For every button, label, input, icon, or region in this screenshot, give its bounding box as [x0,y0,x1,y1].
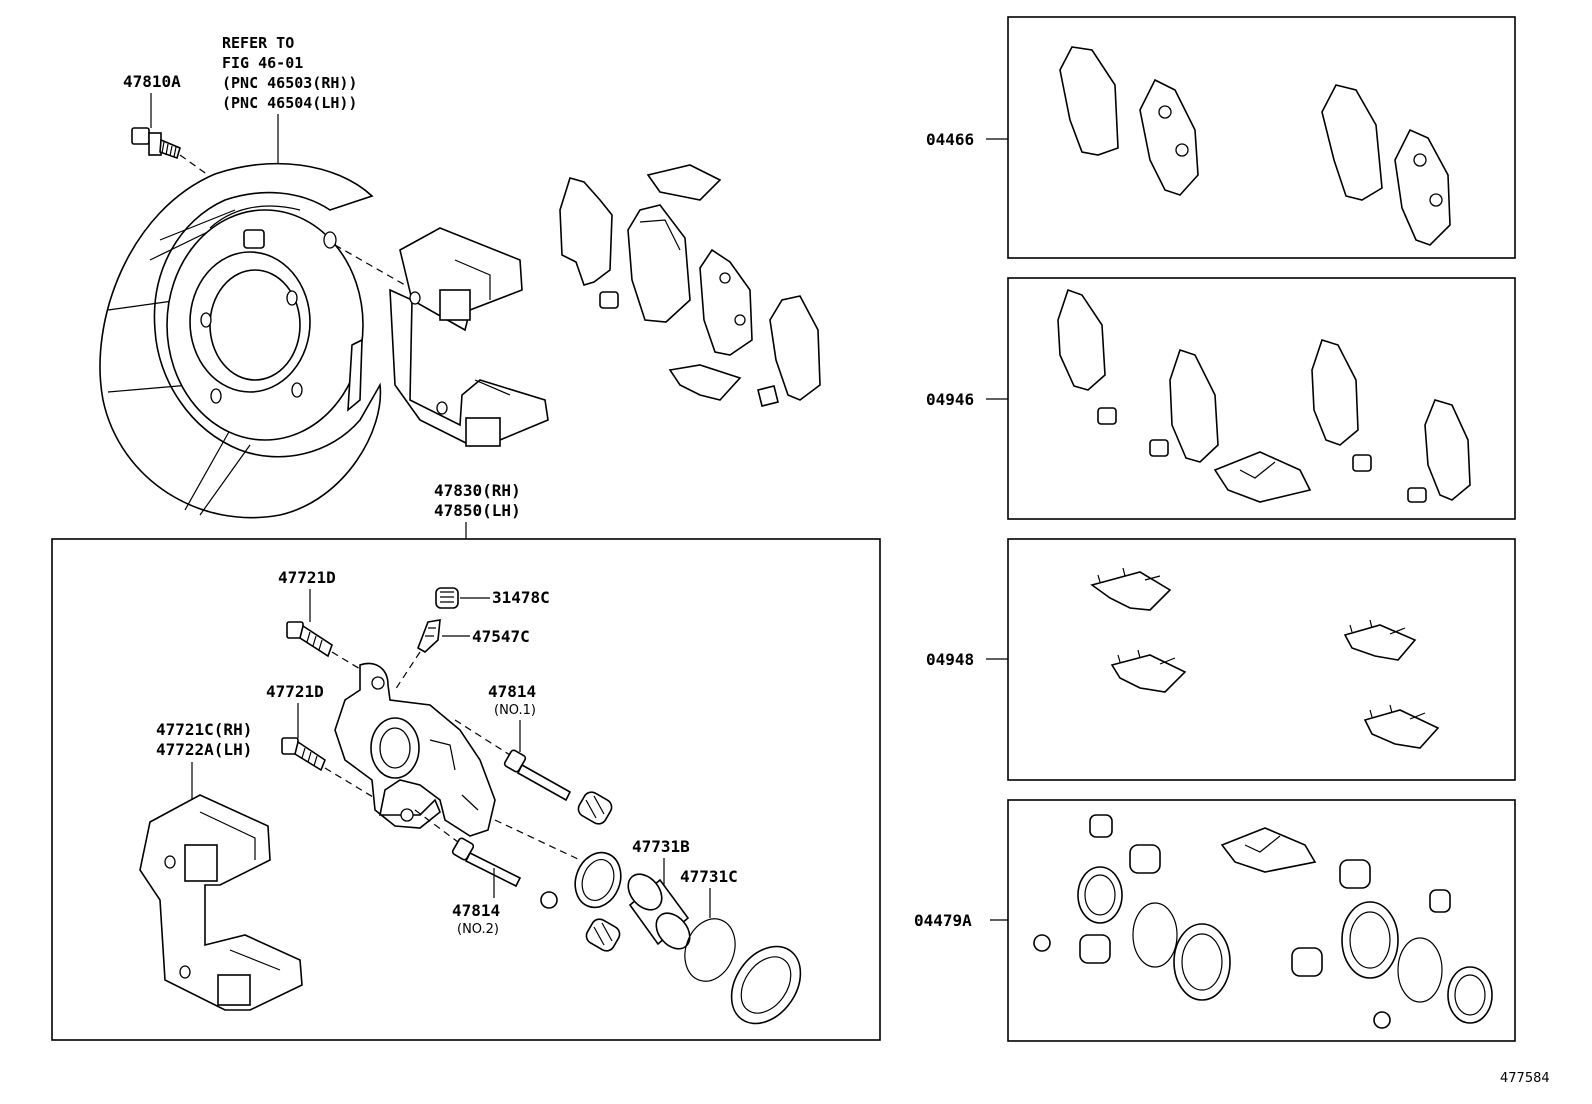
kit-04946-shims-part [1057,288,1471,503]
caliper-assembly-box [51,538,881,1041]
guide-pin-no1-part [503,749,572,802]
dash-shield-to-mount [334,244,406,286]
reference-note-line1: REFER TO [222,34,294,52]
dash-plug [394,651,421,691]
caliper-mount-bottom-part [139,794,303,1011]
bolt-47721d-a-part [286,621,333,658]
guide-pin-no2-part [451,837,522,888]
label-47721d-b: 47721D [266,682,324,701]
piston-part [627,873,691,950]
dash-pin-no2 [414,809,459,843]
reference-note-line4: (PNC 46504(LH)) [222,94,357,112]
dash-bolt-a [331,651,366,673]
cylinder-boot-part [730,945,802,1025]
label-47814-no1-note: (NO.1) [494,703,536,718]
label-47814-no1: 47814 [488,682,536,701]
label-31478c: 31478C [492,588,550,607]
top-pad-set-part [559,164,821,407]
kit-04479a-box [1007,799,1516,1042]
label-47850-lh: 47850(LH) [434,501,521,520]
label-04479a: 04479A [914,911,972,930]
label-47731b: 47731B [632,837,690,856]
dash-bolt-b [324,767,379,801]
label-47721c-rh: 47721C(RH) [156,720,252,739]
reference-note-line2: FIG 46-01 [222,54,303,72]
pin-boot-lower-part [585,918,621,952]
bleeder-plug-part [417,619,441,653]
kit-04466-box [1007,16,1516,259]
bleeder-cap-part [435,587,459,609]
label-47830-rh: 47830(RH) [434,481,521,500]
small-seal-ring-part [540,891,558,909]
label-47722a-lh: 47722A(LH) [156,740,252,759]
label-04948: 04948 [926,650,974,669]
kit-04479a-seals-part [1033,814,1493,1029]
pin-boot-upper-part [577,791,613,825]
kit-04948-box [1007,538,1516,781]
kit-04946-box [1007,277,1516,520]
figure-number: 477584 [1500,1071,1550,1086]
reference-note-line3: (PNC 46503(RH)) [222,74,357,92]
backing-plate-part [99,162,382,519]
dust-boot-ring-part [574,851,622,909]
label-47814-no2: 47814 [452,901,500,920]
label-04946: 04946 [926,390,974,409]
caliper-mount-top-part [389,227,549,447]
bolt-47721d-b-part [281,737,326,772]
label-47814-no2-note: (NO.2) [457,922,499,937]
label-47721d-a: 47721D [278,568,336,587]
label-47810a: 47810A [123,72,181,91]
reference-note: REFER TO FIG 46-01 (PNC 46503(RH)) (PNC … [222,34,357,165]
caliper-body-part [334,662,496,837]
kit-04948-clips-part [1090,567,1440,749]
dash-body-to-piston [494,819,581,861]
label-47731c: 47731C [680,867,738,886]
kit-04466-pads-part [1059,46,1451,246]
piston-seal-part [684,918,736,982]
bolt-47810a-part [131,127,181,160]
dash-pin-no1 [454,719,511,756]
label-04466: 04466 [926,130,974,149]
label-47547c: 47547C [472,627,530,646]
